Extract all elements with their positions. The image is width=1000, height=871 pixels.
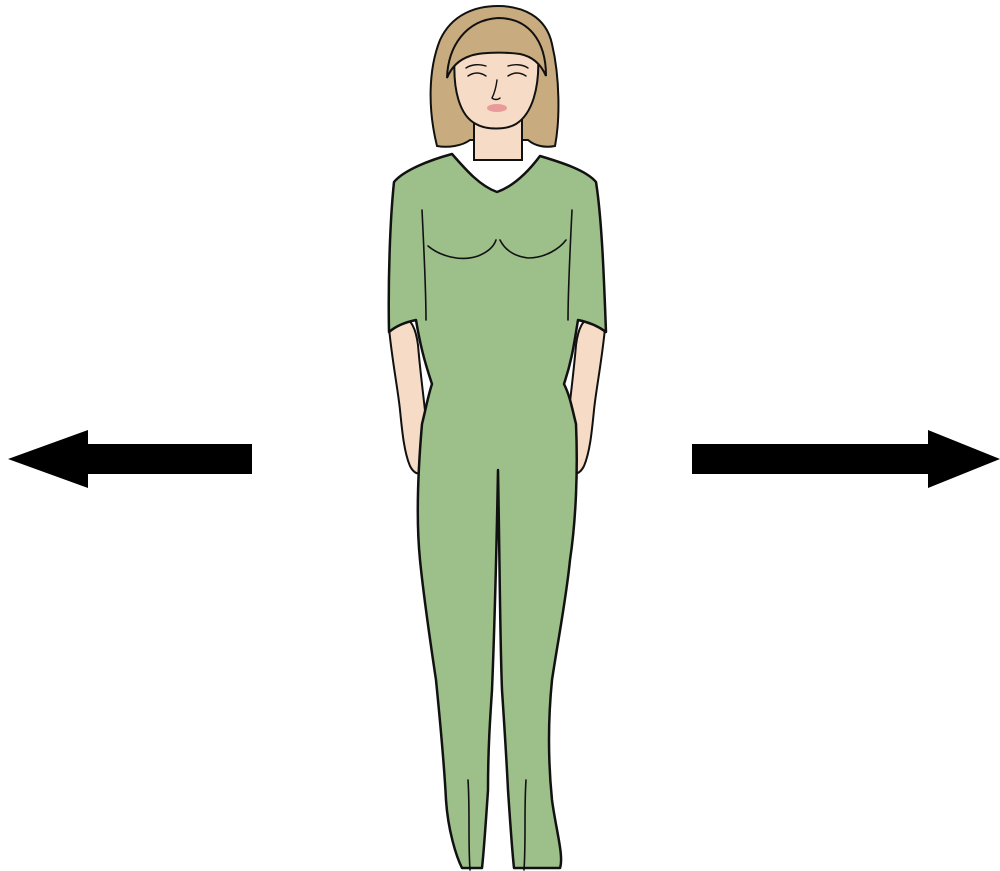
- woman-figure: [389, 6, 606, 870]
- arrow-left-icon: [8, 430, 252, 488]
- bodysuit: [389, 154, 606, 868]
- arrow-right-icon: [692, 430, 1000, 488]
- lips: [487, 104, 507, 112]
